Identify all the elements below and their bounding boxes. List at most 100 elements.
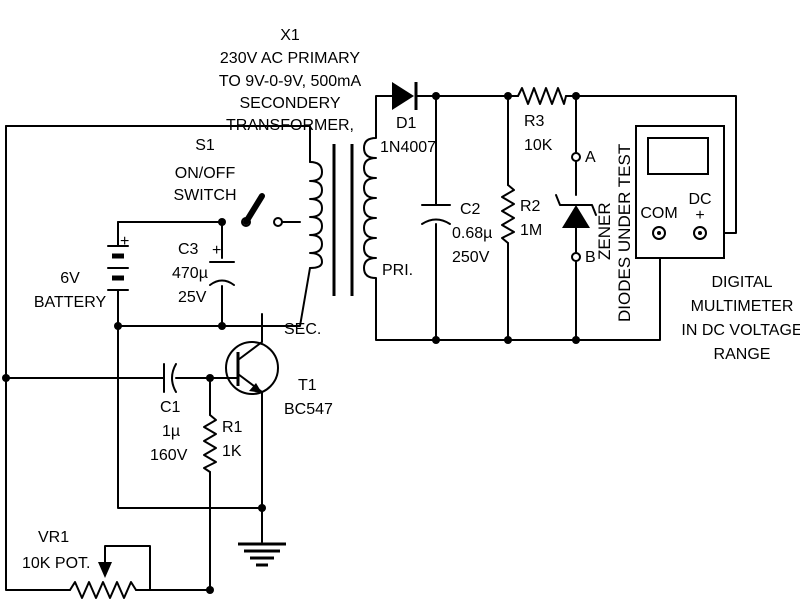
zener-label-2: DIODES UNDER TEST (615, 144, 634, 322)
meter-dc-jack-center (698, 231, 702, 235)
c1-ref: C1 (160, 399, 181, 416)
battery: + 6V BATTERY (34, 233, 130, 311)
t1-emitter-lead (237, 373, 263, 397)
junction-dot (432, 336, 440, 344)
r3-ref: R3 (524, 113, 545, 130)
c3-plate-bottom (209, 279, 235, 286)
zener-triangle-icon (562, 205, 590, 228)
r1-ref: R1 (222, 419, 243, 436)
t1-body (225, 341, 279, 395)
transformer-title: X1 230V AC PRIMARY TO 9V-0-9V, 500mA SEC… (219, 27, 362, 134)
title-line-2: 230V AC PRIMARY (220, 50, 361, 67)
d1-anode-wire (375, 95, 393, 121)
d1-part: 1N4007 (380, 139, 436, 156)
r1-bottom-wire (104, 471, 211, 591)
junction-dot (218, 218, 226, 226)
c3-value: 470µ (172, 265, 208, 282)
junction-dot (572, 336, 580, 344)
c1-value: 1µ (162, 423, 180, 440)
left-rail-wire (5, 125, 41, 591)
meter-caption-3: IN DC VOLTAGE (681, 322, 800, 339)
r1-zigzag-icon (203, 414, 217, 473)
vr1-ref: VR1 (38, 529, 69, 546)
c3-plus-sign: + (212, 242, 221, 259)
r2-zigzag-icon (501, 184, 515, 244)
meter-plus-label: + (695, 207, 704, 224)
meter-com-label: COM (640, 205, 677, 222)
ground-return-wire (117, 325, 263, 509)
resistor-r2: R2 1M (501, 184, 542, 244)
ground-symbol-icon (238, 542, 286, 567)
potentiometer-vr1: VR1 10K POT. (22, 529, 137, 599)
title-line-1: X1 (280, 27, 300, 44)
meter-caption-1: DIGITAL (711, 274, 772, 291)
r3-value: 10K (524, 137, 553, 154)
digital-multimeter: COM DC + DIGITAL MULTIMETER IN DC VOLTAG… (635, 125, 800, 363)
zener-node-b: B (585, 249, 596, 266)
t1-ref: T1 (298, 377, 317, 394)
zener-diode: A B ZENER DIODES UNDER TEST (555, 144, 634, 322)
s1-desc-1: ON/OFF (175, 165, 236, 182)
meter-caption-2: MULTIMETER (691, 298, 794, 315)
top-feed-wire (5, 125, 311, 163)
t1-part: BC547 (284, 401, 333, 418)
t1-emitter-arrow-icon (249, 383, 262, 393)
meter-display (647, 137, 709, 175)
r3-zigzag-icon (517, 87, 567, 105)
junction-dot (206, 586, 214, 594)
c3-ref: C3 (178, 241, 199, 258)
title-line-3: TO 9V-0-9V, 500mA (219, 73, 362, 90)
d1-ref: D1 (396, 115, 417, 132)
zener-label-1: ZENER (595, 202, 614, 260)
junction-dots (2, 92, 580, 594)
transformer-sec-label: SEC. (284, 321, 321, 338)
junction-dot (572, 92, 580, 100)
capacitor-c3: + C3 470µ 25V (172, 241, 235, 306)
capacitor-c2: C2 0.68µ 250V (421, 201, 492, 266)
battery-plus-sign: + (120, 233, 129, 250)
junction-dot (218, 322, 226, 330)
diode-triangle-icon (392, 82, 414, 110)
resistor-r1: R1 1K (203, 414, 243, 473)
vr1-wiper-arrow-icon (98, 562, 112, 578)
battery-desc: BATTERY (34, 294, 107, 311)
meter-caption-4: RANGE (714, 346, 771, 363)
c1-rating: 160V (150, 447, 188, 464)
vr1-zigzag-icon (69, 581, 137, 599)
zener-bar (555, 194, 597, 216)
junction-dot (2, 374, 10, 382)
c2-plate-bottom (421, 218, 451, 225)
switch-lever-icon (243, 193, 265, 225)
c2-value: 0.68µ (452, 225, 492, 242)
junction-dot (504, 92, 512, 100)
transformer-right-coil (363, 119, 377, 283)
return-bottom-wire (375, 239, 661, 341)
r2-value: 1M (520, 222, 542, 239)
transformer-pri-label: PRI. (382, 262, 413, 279)
zener-node-a: A (585, 149, 596, 166)
vr1-value: 10K POT. (22, 555, 90, 572)
junction-dot (114, 322, 122, 330)
s1-ref: S1 (195, 137, 215, 154)
s1-desc-2: SWITCH (173, 187, 236, 204)
transistor-t1: T1 BC547 (225, 339, 333, 418)
c2-ref: C2 (460, 201, 481, 218)
zener-terminal-b (571, 252, 581, 262)
junction-dot (258, 504, 266, 512)
meter-com-jack-center (657, 231, 661, 235)
battery-value: 6V (60, 270, 80, 287)
zener-terminal-a (571, 152, 581, 162)
resistor-r3: R3 10K (517, 87, 567, 154)
c3-rating: 25V (178, 289, 207, 306)
c2-rating: 250V (452, 249, 490, 266)
transformer-x1: PRI. SEC. (284, 119, 413, 338)
junction-dot (206, 374, 214, 382)
r1-value: 1K (222, 443, 242, 460)
junction-dot (504, 336, 512, 344)
diode-d1: D1 1N4007 (380, 82, 436, 156)
r2-ref: R2 (520, 198, 541, 215)
primary-bottom-wire (221, 267, 311, 327)
meter-dc-label: DC (688, 191, 711, 208)
junction-dot (432, 92, 440, 100)
